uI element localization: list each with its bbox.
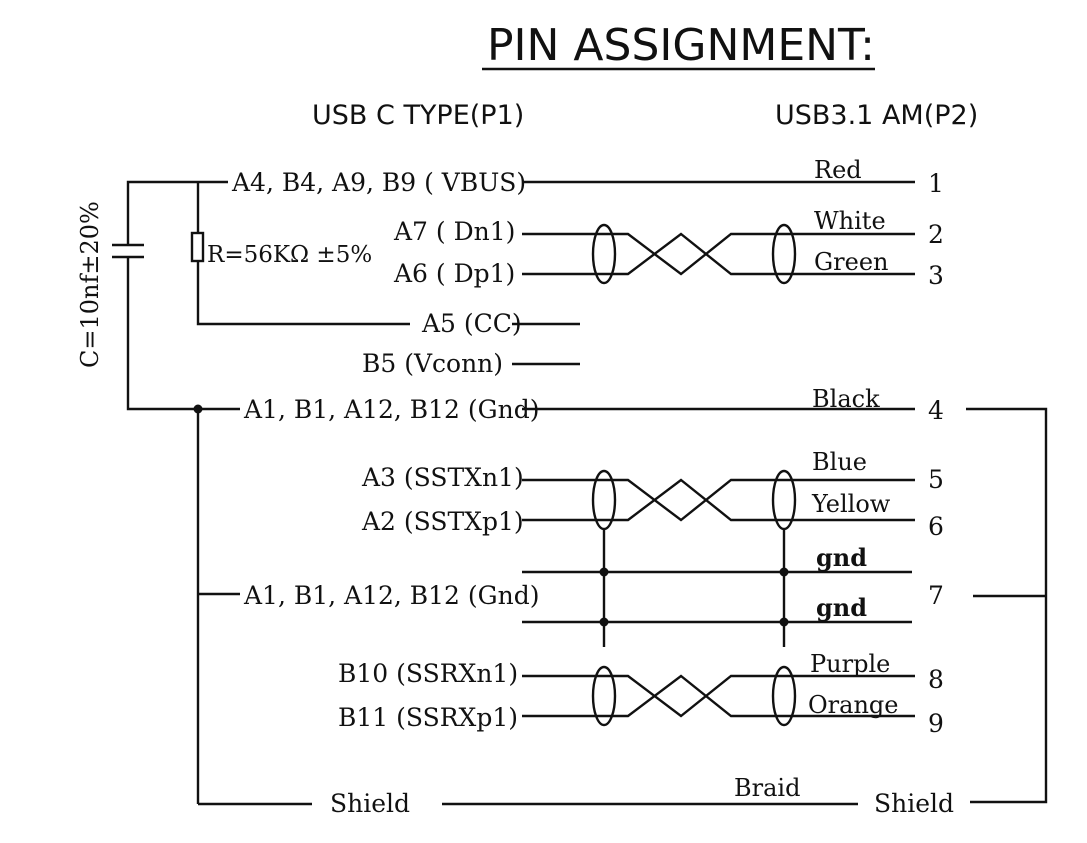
signal-gnd-2: A1, B1, A12, B12 (Gnd) [243, 581, 540, 610]
color-gnd-a: gnd [816, 543, 867, 572]
twist-marker-right-data [771, 223, 797, 285]
shield-right-bus [966, 407, 1048, 804]
pin-number-4: 4 [928, 396, 944, 425]
pin-number-8: 8 [928, 665, 944, 694]
pin-number-2: 2 [928, 220, 944, 249]
wire-dp1-twisted [522, 232, 915, 276]
pin-number-9: 9 [928, 709, 944, 738]
resistor-wire-cc [196, 261, 410, 326]
twist-marker-left-data [591, 223, 617, 285]
pin-number-7: 7 [928, 581, 944, 610]
junction-dot [779, 617, 789, 627]
diagram-title: PIN ASSIGNMENT: [487, 20, 875, 71]
pin-number-6: 6 [928, 512, 944, 541]
pin-number-5: 5 [928, 465, 944, 494]
color-orange: Orange [808, 691, 898, 719]
junction-dot [599, 617, 609, 627]
color-yellow: Yellow [811, 490, 891, 518]
wire-ssrxp1-twisted [522, 674, 915, 718]
color-red: Red [814, 156, 862, 184]
signal-vbus: A4, B4, A9, B9 ( VBUS) [231, 168, 526, 197]
color-green: Green [814, 248, 889, 276]
color-blue: Blue [812, 448, 867, 476]
resistor-symbol [190, 231, 205, 263]
wire-sstxp1-twisted [522, 478, 915, 522]
signal-dn1: A7 ( Dn1) [393, 217, 515, 246]
twist-marker-right-ssrx [771, 665, 797, 727]
signal-dp1: A6 ( Dp1) [393, 259, 515, 288]
signal-gnd-1: A1, B1, A12, B12 (Gnd) [243, 395, 540, 424]
signal-sstxp1: A2 (SSTXp1) [361, 507, 524, 536]
signal-sstxn1: A3 (SSTXn1) [361, 463, 524, 492]
capacitor-label: C=10nf±20% [76, 201, 104, 368]
pin-number-1: 1 [928, 169, 944, 198]
color-gnd-b: gnd [816, 593, 867, 622]
color-white: White [814, 207, 886, 235]
junction-dot [599, 567, 609, 577]
color-braid: Braid [734, 774, 800, 802]
signal-shield-right: Shield [874, 789, 954, 818]
signal-shield-left: Shield [330, 789, 410, 818]
signal-ssrxn1: B10 (SSRXn1) [338, 659, 518, 688]
junction-dot [779, 567, 789, 577]
pin-number-3: 3 [928, 261, 944, 290]
right-connector-header: USB3.1 AM(P2) [775, 100, 978, 131]
signal-cc: A5 (CC) [421, 309, 522, 338]
color-black: Black [812, 385, 880, 413]
resistor-label: R=56KΩ ±5% [207, 242, 372, 268]
capacitor-wire-top [126, 180, 228, 245]
signal-ssrxp1: B11 (SSRXp1) [338, 703, 518, 732]
signal-vconn: B5 (Vconn) [362, 349, 503, 378]
twist-marker-left-ssrx [591, 665, 617, 727]
capacitor-wire-bottom [126, 257, 198, 411]
left-connector-header: USB C TYPE(P1) [312, 100, 524, 131]
color-purple: Purple [810, 650, 890, 678]
